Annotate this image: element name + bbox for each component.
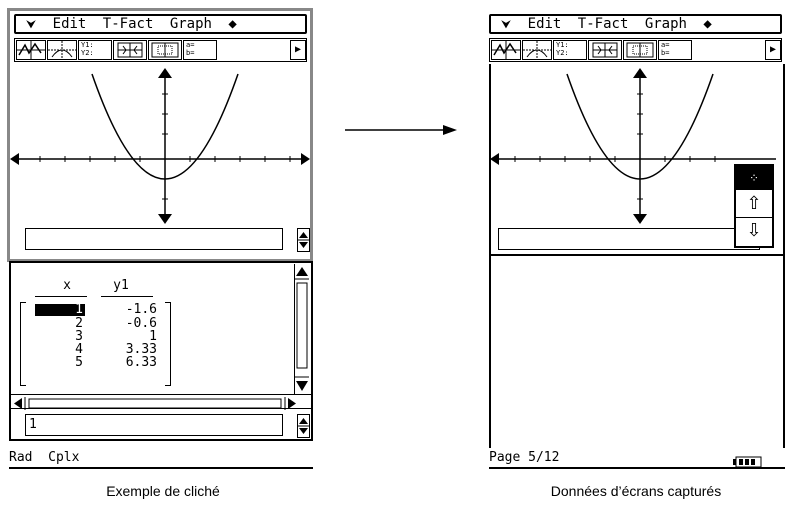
table-entry-field[interactable]: 1 <box>25 414 283 436</box>
capture-highlight-frame <box>7 8 313 262</box>
empty-lower-window <box>489 254 785 256</box>
right-screen: ⮟ Edit T-Fact Graph ◆ Y1: Y2: a= b= ▶ <box>485 8 790 473</box>
table: x y1 1 -1.6 2 -0.6 3 1 4 3.33 5 6.33 <box>17 274 287 394</box>
view-window-icon[interactable] <box>588 40 622 60</box>
cell-x[interactable]: 2 <box>75 316 83 331</box>
horizontal-scrollbar[interactable] <box>11 394 311 410</box>
selected-cell-x[interactable]: 1 <box>35 303 85 316</box>
menu-tfact[interactable]: T-Fact <box>577 16 629 32</box>
popup-palette: ⁘ ⇧ ⇩ <box>734 164 774 248</box>
status-bar: Rad Cplx <box>9 450 80 465</box>
screen-frame <box>489 64 785 448</box>
cell-x[interactable]: 4 <box>75 342 83 357</box>
battery-icon <box>733 453 763 472</box>
menu-diamond-icon[interactable]: ◆ <box>228 16 237 32</box>
transition-arrow-icon <box>345 125 457 135</box>
table-row[interactable]: 2 -0.6 <box>27 316 167 332</box>
table-window <box>9 261 313 441</box>
scroll-up-button[interactable]: ⇧ <box>736 191 772 218</box>
toolbar: Y1: Y2: a= b= ▶ <box>14 38 307 62</box>
right-caption: Données d’écrans capturés <box>550 483 722 499</box>
cell-x[interactable]: 3 <box>75 329 83 344</box>
status-bar-line <box>489 467 785 469</box>
toolbar-more-button[interactable]: ▶ <box>765 40 781 60</box>
menu-dropdown-icon[interactable]: ⮟ <box>501 17 512 31</box>
graph-entry-field[interactable] <box>498 228 760 250</box>
menu-edit[interactable]: Edit <box>52 16 87 32</box>
menu-tfact[interactable]: T-Fact <box>102 16 154 32</box>
table-header-x: x <box>63 278 71 293</box>
table-row[interactable]: 1 -1.6 <box>27 302 167 318</box>
matrix-bracket-left <box>20 302 26 386</box>
left-screen: ⮟ Edit T-Fact Graph ◆ Y1: Y2: a= b= ▶ <box>5 8 317 473</box>
view-window-icon[interactable] <box>113 40 147 60</box>
table-input-icon[interactable]: Y1: Y2: <box>78 40 112 60</box>
menu-dropdown-icon[interactable]: ⮟ <box>26 17 37 31</box>
table-row[interactable]: 5 6.33 <box>27 355 167 371</box>
graph-icon[interactable] <box>16 40 46 60</box>
graph-entry-stepper[interactable] <box>297 228 310 252</box>
matrix-bracket-right <box>165 302 171 386</box>
table-header-y1: y1 <box>113 278 129 293</box>
table-row[interactable]: 3 1 <box>27 329 167 345</box>
cell-y1[interactable]: 1 <box>149 329 157 344</box>
scroll-down-button[interactable]: ⇩ <box>746 220 762 241</box>
cell-y1[interactable]: 3.33 <box>125 342 157 357</box>
stat-editor-icon[interactable]: a= b= <box>183 40 217 60</box>
menu-bar: ⮟ Edit T-Fact Graph ◆ <box>14 14 307 34</box>
cell-y1[interactable]: -1.6 <box>125 302 157 317</box>
table-input-icon[interactable]: Y1: Y2: <box>553 40 587 60</box>
graph-area[interactable] <box>10 64 310 226</box>
graph-entry-field[interactable] <box>25 228 283 250</box>
cell-y1[interactable]: -0.6 <box>125 316 157 331</box>
vertical-scrollbar[interactable] <box>294 264 309 394</box>
toolbar: Y1: Y2: a= b= ▶ <box>489 38 782 62</box>
status-bar-line <box>9 467 313 469</box>
graph-area[interactable] <box>490 64 784 226</box>
sketch-icon[interactable] <box>522 40 552 60</box>
left-caption: Exemple de cliché <box>106 483 220 499</box>
toolbar-more-button[interactable]: ▶ <box>290 40 306 60</box>
cell-x[interactable]: 5 <box>75 355 83 370</box>
table-row[interactable]: 4 3.33 <box>27 342 167 358</box>
table-entry-stepper[interactable] <box>297 414 310 438</box>
cell-y1[interactable]: 6.33 <box>125 355 157 370</box>
graph-icon[interactable] <box>491 40 521 60</box>
menu-bar: ⮟ Edit T-Fact Graph ◆ <box>489 14 782 34</box>
stat-editor-icon[interactable]: a= b= <box>658 40 692 60</box>
page-indicator: Page 5/12 <box>489 450 560 465</box>
zoom-box-icon[interactable] <box>148 40 182 60</box>
menu-edit[interactable]: Edit <box>527 16 562 32</box>
zoom-tool-button[interactable]: ⁘ <box>736 166 772 190</box>
menu-graph[interactable]: Graph <box>169 16 212 32</box>
zoom-box-icon[interactable] <box>623 40 657 60</box>
menu-diamond-icon[interactable]: ◆ <box>703 16 712 32</box>
menu-graph[interactable]: Graph <box>644 16 687 32</box>
sketch-icon[interactable] <box>47 40 77 60</box>
